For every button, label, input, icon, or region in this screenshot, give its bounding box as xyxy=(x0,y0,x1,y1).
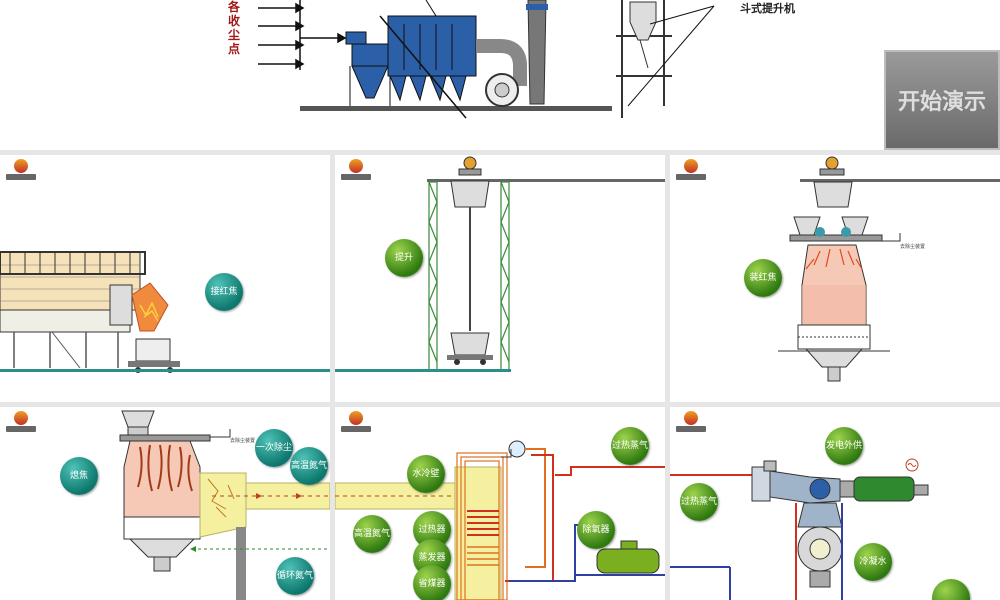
coke-oven-discharge-diagram xyxy=(0,155,330,402)
quenching-bubble: 熄焦 xyxy=(60,457,98,495)
panel-charge-red-coke: 去除尘装置 装红焦 xyxy=(670,155,1000,402)
economizer-bubble: 省煤器 xyxy=(413,565,451,600)
panel-quenching: 去除尘装置 熄焦 一次除尘 高温氮气 循环氮气 xyxy=(0,407,330,600)
coke-charging-diagram xyxy=(670,155,1000,402)
start-demo-button[interactable]: 开始演示 xyxy=(884,50,1000,150)
primary-dust-removal-bubble: 一次除尘 xyxy=(255,429,293,467)
power-export-bubble: 发电外供 xyxy=(825,427,863,465)
panel-power-generation: 过热蒸气 发电外供 冷凝水 xyxy=(670,407,1000,600)
lifting-bubble: 提升 xyxy=(385,239,423,277)
panel-lifting: 提升 xyxy=(335,155,665,402)
lifting-crane-diagram xyxy=(335,155,665,402)
condensate-water-bubble: 冷凝水 xyxy=(854,543,892,581)
top-process-strip: 各收尘点 xyxy=(0,0,1000,150)
deaerator-bubble: 除氧器 xyxy=(577,511,615,549)
superheated-steam-bubble: 过热蒸气 xyxy=(611,427,649,465)
receive-red-coke-bubble: 接红焦 xyxy=(205,273,243,311)
water-wall-bubble: 水冷壁 xyxy=(407,455,445,493)
panel-waste-heat-boiler: 水冷壁 高温氮气 过热器 蒸发器 省煤器 过热蒸气 除氧器 xyxy=(335,407,665,600)
circulating-nitrogen-bubble: 循环氮气 xyxy=(276,557,314,595)
dust-removal-system-diagram xyxy=(0,0,1000,150)
high-temp-nitrogen-bubble: 高温氮气 xyxy=(290,447,328,485)
superheated-steam-bubble: 过热蒸气 xyxy=(680,483,718,521)
bucket-elevator-label: 斗式提升机 xyxy=(740,0,795,16)
charge-red-coke-bubble: 装红焦 xyxy=(744,259,782,297)
high-temp-nitrogen-bubble: 高温氮气 xyxy=(353,515,391,553)
to-dust-removal-label: 去除尘装置 xyxy=(230,437,255,444)
panel-receive-red-coke: 接红焦 xyxy=(0,155,330,402)
to-dust-removal-label: 去除尘装置 xyxy=(900,243,925,250)
